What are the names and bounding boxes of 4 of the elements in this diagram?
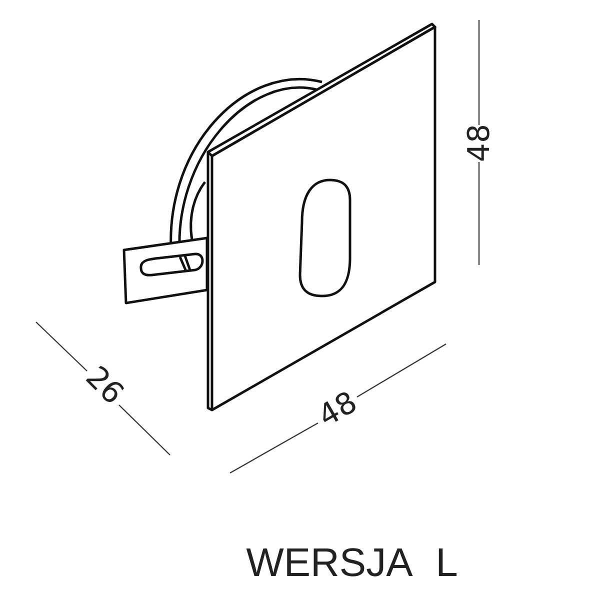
dimension-label: 48 (314, 387, 362, 433)
caption: WERSJA L (246, 543, 458, 583)
dimension-label: 26 (80, 362, 128, 410)
dimension-label: 48 (465, 124, 495, 162)
